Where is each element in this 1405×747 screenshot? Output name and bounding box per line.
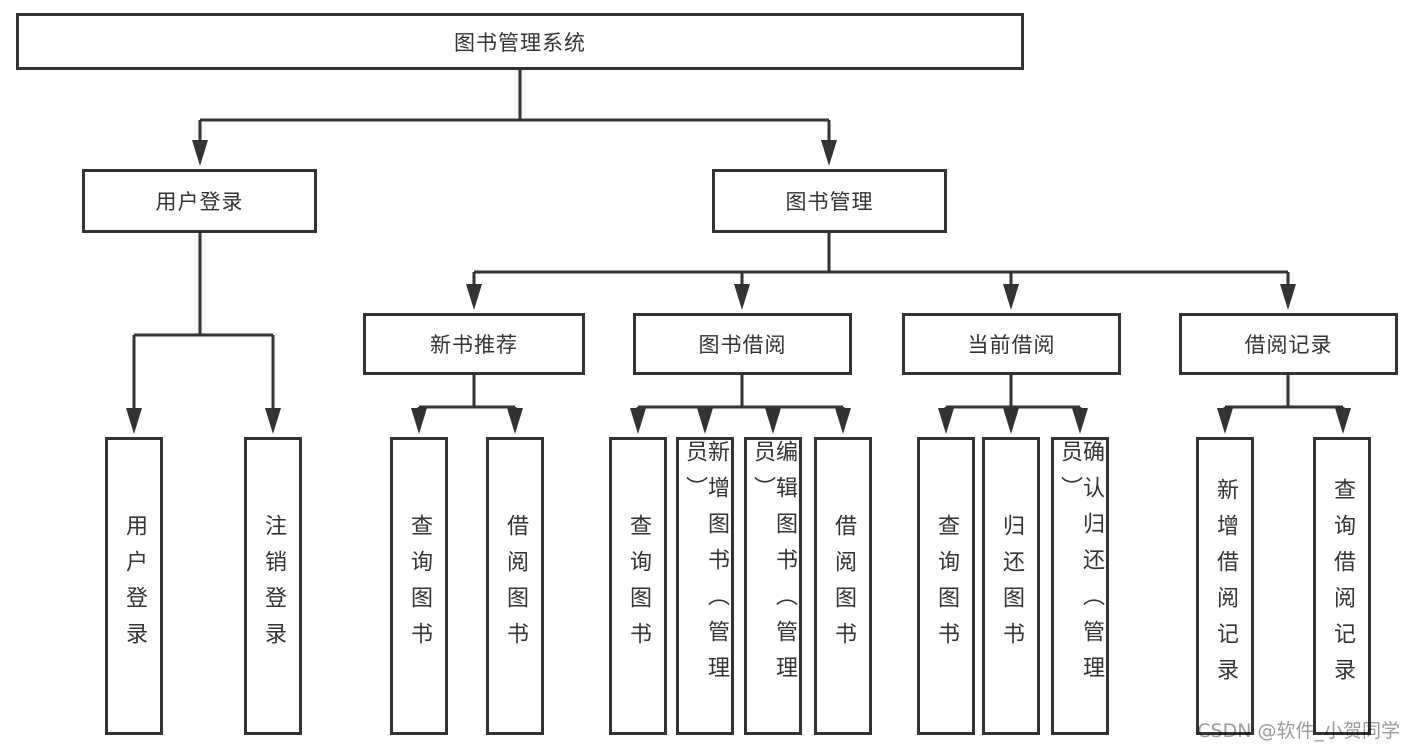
node-user-login-label: 用户登录 bbox=[155, 190, 244, 214]
node-root-label: 图书管理系统 bbox=[454, 30, 586, 55]
leaf-borrowing-query-book-label: 查询图书 bbox=[626, 514, 651, 658]
node-borrowing-records: 借阅记录 bbox=[1179, 313, 1398, 375]
leaf-borrowing-borrow-book: 借阅图书 bbox=[814, 437, 872, 735]
leaf-user-login: 用户登录 bbox=[105, 437, 163, 735]
leaf-recommend-borrow-book-label: 借阅图书 bbox=[503, 514, 528, 658]
node-book-management-label: 图书管理 bbox=[785, 190, 874, 214]
csdn-watermark: CSDN @软件_小贺同学 bbox=[1197, 720, 1400, 742]
node-current-borrowing: 当前借阅 bbox=[902, 313, 1121, 375]
leaf-borrowing-query-book: 查询图书 bbox=[609, 437, 667, 735]
leaf-recommend-query-book: 查询图书 bbox=[390, 437, 448, 735]
node-current-borrowing-label: 当前借阅 bbox=[967, 333, 1056, 357]
leaf-borrowing-borrow-book-label: 借阅图书 bbox=[831, 514, 856, 658]
arrowhead-icons bbox=[126, 140, 1351, 434]
node-borrowing-records-label: 借阅记录 bbox=[1244, 333, 1333, 357]
leaf-current-query-book-label: 查询图书 bbox=[934, 514, 959, 658]
leaf-records-add-record-label: 新增借阅记录 bbox=[1213, 478, 1238, 694]
leaf-current-confirm-return: 确认归还（管理员） bbox=[1051, 437, 1109, 735]
node-root: 图书管理系统 bbox=[16, 13, 1024, 70]
leaf-current-query-book: 查询图书 bbox=[917, 437, 975, 735]
node-book-borrowing-label: 图书借阅 bbox=[698, 333, 787, 357]
leaf-records-add-record: 新增借阅记录 bbox=[1196, 437, 1254, 735]
node-book-borrowing: 图书借阅 bbox=[633, 313, 852, 375]
leaf-borrowing-add-book: 新增图书（管理员） bbox=[676, 437, 734, 735]
leaf-recommend-query-book-label: 查询图书 bbox=[407, 514, 432, 658]
node-new-book-recommend-label: 新书推荐 bbox=[430, 333, 518, 357]
leaf-logout: 注销登录 bbox=[244, 437, 302, 735]
leaf-current-return-book-label: 归还图书 bbox=[999, 514, 1024, 658]
leaf-current-confirm-return-label: 确认归还（管理员） bbox=[1057, 440, 1104, 692]
leaf-records-query-record: 查询借阅记录 bbox=[1313, 437, 1371, 735]
leaf-recommend-borrow-book: 借阅图书 bbox=[486, 437, 544, 735]
leaf-user-login-label: 用户登录 bbox=[122, 514, 147, 658]
leaf-records-query-record-label: 查询借阅记录 bbox=[1330, 478, 1355, 694]
leaf-borrowing-edit-book: 编辑图书（管理员） bbox=[744, 437, 802, 735]
node-new-book-recommend: 新书推荐 bbox=[363, 313, 585, 375]
leaf-current-return-book: 归还图书 bbox=[982, 437, 1040, 735]
leaf-borrowing-add-book-label: 新增图书（管理员） bbox=[682, 440, 729, 692]
leaf-borrowing-edit-book-label: 编辑图书（管理员） bbox=[750, 440, 797, 692]
leaf-logout-label: 注销登录 bbox=[261, 514, 286, 658]
node-book-management: 图书管理 bbox=[712, 169, 947, 233]
node-user-login: 用户登录 bbox=[82, 169, 317, 233]
